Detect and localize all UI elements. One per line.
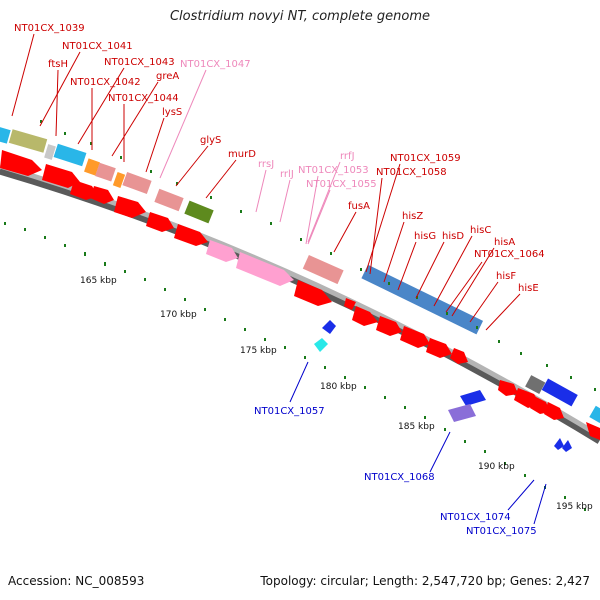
gene-arrow[interactable]: [498, 380, 518, 396]
map-title: Clostridium novyi NT, complete genome: [169, 9, 431, 24]
gene-label[interactable]: hisC: [470, 225, 491, 236]
gene-label[interactable]: NT01CX_1043: [104, 57, 175, 68]
gene-label[interactable]: NT01CX_1044: [108, 93, 179, 104]
gene-label[interactable]: NT01CX_1041: [62, 41, 133, 52]
gene-arrow[interactable]: [400, 326, 430, 348]
gene-label[interactable]: NT01CX_1039: [14, 23, 85, 34]
gene-arrow[interactable]: [236, 252, 294, 286]
gene-label[interactable]: hisF: [496, 271, 516, 282]
gene-arrow[interactable]: [544, 402, 564, 420]
gene-block[interactable]: [361, 264, 484, 335]
gene-arrow-reverse[interactable]: [554, 438, 564, 450]
gene-block[interactable]: [525, 375, 546, 395]
gene-label[interactable]: rrlJ: [280, 169, 294, 180]
gene-label[interactable]: NT01CX_1053: [298, 165, 369, 176]
gene-arrow[interactable]: [450, 348, 468, 364]
gene-arrow[interactable]: [352, 306, 378, 326]
gene-label[interactable]: fusA: [348, 201, 370, 212]
gene-label[interactable]: hisG: [414, 231, 436, 242]
gene-label[interactable]: glyS: [200, 135, 221, 146]
gene-label[interactable]: lysS: [162, 107, 182, 118]
gene-label[interactable]: hisD: [442, 231, 464, 242]
gene-arrow[interactable]: [90, 186, 114, 204]
gene-arrow-reverse[interactable]: [448, 404, 476, 422]
gene-block[interactable]: [541, 378, 578, 407]
gene-arrow[interactable]: [344, 298, 356, 310]
gene-label[interactable]: NT01CX_1064: [474, 249, 545, 260]
outer-gene-track: [0, 126, 600, 424]
backbone: [0, 163, 600, 439]
gene-arrow[interactable]: [426, 338, 452, 358]
gene-block[interactable]: [84, 158, 100, 176]
scale-label: 170 kbp: [160, 310, 197, 320]
gene-label[interactable]: NT01CX_1074: [440, 512, 511, 523]
gene-label[interactable]: NT01CX_1055: [306, 179, 377, 190]
gene-label[interactable]: hisA: [494, 237, 515, 248]
gene-arrow[interactable]: [42, 164, 80, 188]
gene-label[interactable]: NT01CX_1042: [70, 77, 141, 88]
gene-arrow[interactable]: [376, 316, 402, 336]
gene-label[interactable]: greA: [156, 71, 179, 82]
gene-label[interactable]: hisE: [518, 283, 539, 294]
scale-label: 190 kbp: [478, 462, 515, 472]
gene-arrow-reverse[interactable]: [562, 440, 572, 452]
gene-arrow-reverse[interactable]: [460, 390, 486, 406]
gene-label[interactable]: rrfJ: [340, 151, 355, 162]
gene-label[interactable]: ftsH: [48, 59, 68, 70]
gene-block[interactable]: [95, 162, 116, 182]
gene-block[interactable]: [0, 126, 11, 144]
accession-text: Accession: NC_008593: [8, 574, 145, 588]
gene-label[interactable]: NT01CX_1058: [376, 167, 447, 178]
gene-block[interactable]: [53, 143, 87, 167]
gene-block[interactable]: [122, 171, 152, 195]
gene-arrow-reverse[interactable]: [322, 320, 336, 334]
gene-block[interactable]: [302, 254, 344, 285]
scale-labels: 165 kbp 170 kbp 175 kbp 180 kbp 185 kbp …: [80, 276, 593, 512]
gene-arrow[interactable]: [146, 212, 174, 232]
gene-arrow[interactable]: [0, 150, 42, 176]
genome-summary: Topology: circular; Length: 2,547,720 bp…: [260, 574, 590, 588]
gene-label[interactable]: hisZ: [402, 211, 423, 222]
scale-label: 185 kbp: [398, 422, 435, 432]
gene-arrow[interactable]: [174, 224, 208, 246]
leader-lines: [11, 33, 547, 525]
gene-label[interactable]: NT01CX_1059: [390, 153, 461, 164]
gene-label[interactable]: NT01CX_1047: [180, 59, 251, 70]
scale-label: 180 kbp: [320, 382, 357, 392]
gene-label[interactable]: murD: [228, 149, 256, 160]
gene-arrow[interactable]: [206, 240, 238, 262]
gene-arrow[interactable]: [586, 422, 600, 440]
inner-gene-track: [0, 150, 600, 440]
scale-label: 195 kbp: [556, 502, 593, 512]
gene-label[interactable]: NT01CX_1075: [466, 526, 537, 537]
gene-label[interactable]: NT01CX_1068: [364, 472, 435, 483]
gene-block[interactable]: [112, 172, 126, 188]
scale-label: 175 kbp: [240, 346, 277, 356]
gene-arrow-reverse[interactable]: [314, 338, 328, 352]
gene-block[interactable]: [184, 200, 214, 224]
track-ticks: [40, 120, 596, 391]
gene-labels: NT01CX_1039 NT01CX_1041 ftsH NT01CX_1043…: [14, 23, 545, 537]
gene-arrow[interactable]: [294, 280, 332, 306]
gene-arrow[interactable]: [114, 196, 146, 218]
gene-block[interactable]: [8, 129, 48, 153]
gene-label[interactable]: NT01CX_1057: [254, 406, 325, 417]
gene-label[interactable]: rrsJ: [258, 159, 274, 170]
gene-block[interactable]: [44, 144, 56, 160]
gene-block[interactable]: [154, 188, 184, 212]
gene-arrow[interactable]: [530, 396, 550, 414]
gene-block[interactable]: [589, 405, 600, 424]
scale-label: 165 kbp: [80, 276, 117, 286]
reverse-gene-track: [314, 320, 572, 452]
